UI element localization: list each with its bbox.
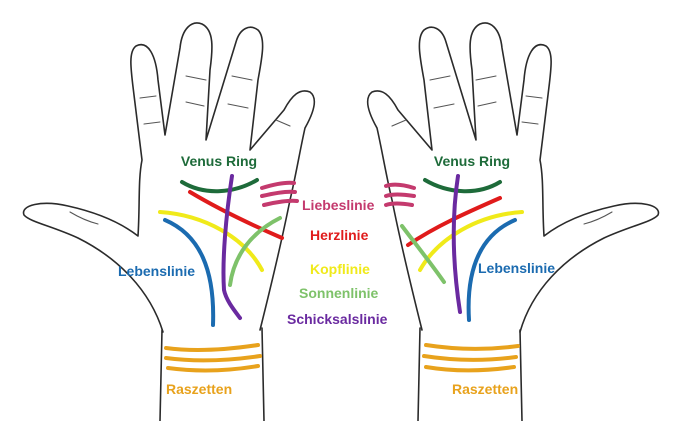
left-schicksalslinie-line: [221, 174, 242, 320]
right-raszetten-line: [424, 365, 516, 373]
left-lebenslinie-line: [163, 218, 216, 327]
right-liebeslinie-line: [384, 182, 416, 190]
right-liebeslinie-line: [384, 192, 416, 198]
right-raszetten-line: [422, 354, 518, 362]
label-lebenslinie-right: Lebenslinie: [478, 260, 555, 276]
left-venus-ring-line: [180, 178, 259, 194]
left-crease: [275, 119, 291, 127]
label-liebeslinie: Liebeslinie: [302, 197, 375, 213]
left-raszetten-lines: [164, 343, 262, 373]
left-herzlinie-line: [188, 190, 284, 240]
label-sonnenlinie: Sonnenlinie: [299, 285, 379, 301]
right-schicksalslinie-line: [451, 174, 462, 314]
left-hand-outline: [22, 22, 316, 333]
left-liebeslinie-line: [260, 189, 297, 198]
right-venus-ring-line: [423, 178, 502, 194]
right-crease: [391, 119, 407, 127]
left-wrist-outline: [159, 327, 265, 421]
label-venus-ring-left: Venus Ring: [181, 153, 257, 169]
left-crease: [69, 211, 99, 225]
right-hand: [366, 22, 660, 421]
label-raszetten-left: Raszetten: [166, 381, 232, 397]
left-hand: [22, 22, 316, 421]
label-lebenslinie-left: Lebenslinie: [118, 263, 195, 279]
left-liebeslinie-lines: [260, 180, 299, 207]
left-raszetten-line: [164, 343, 260, 353]
right-crease: [475, 75, 497, 107]
right-wrist-outline: [417, 327, 523, 421]
right-liebeslinie-line: [384, 201, 414, 207]
left-raszetten-line: [164, 354, 262, 363]
right-crease: [521, 95, 543, 125]
label-venus-ring-right: Venus Ring: [434, 153, 510, 169]
right-sonnenlinie-line: [400, 224, 446, 284]
right-lebenslinie-line: [466, 218, 517, 322]
left-liebeslinie-line: [260, 180, 296, 190]
label-herzlinie: Herzlinie: [310, 227, 369, 243]
right-raszetten-line: [424, 343, 520, 351]
right-liebeslinie-lines: [384, 182, 416, 207]
label-raszetten-right: Raszetten: [452, 381, 518, 397]
left-crease: [139, 95, 161, 125]
left-crease: [227, 75, 253, 109]
right-crease: [429, 75, 455, 109]
left-sonnenlinie-line: [228, 216, 282, 287]
label-schicksalslinie: Schicksalslinie: [287, 311, 388, 327]
left-raszetten-line: [166, 364, 260, 373]
left-liebeslinie-line: [262, 198, 299, 207]
left-kopflinie-line: [158, 210, 264, 272]
right-crease: [583, 211, 613, 225]
right-raszetten-lines: [422, 343, 520, 373]
right-hand-outline: [366, 22, 660, 333]
left-crease: [185, 75, 207, 107]
label-kopflinie: Kopflinie: [310, 261, 370, 277]
